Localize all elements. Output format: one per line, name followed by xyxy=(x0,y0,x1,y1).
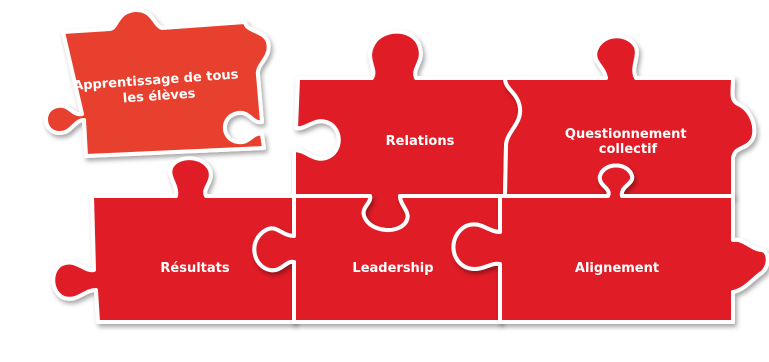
piece-shape-alignment xyxy=(451,163,769,324)
puzzle-piece-inquiry: Questionnement collectif xyxy=(503,34,757,198)
puzzle-piece-learning: Apprentissage de tous les élèves xyxy=(44,8,271,158)
label-alignment: Alignement xyxy=(575,261,659,276)
puzzle-piece-relations: Relations xyxy=(292,29,523,232)
label-results: Résultats xyxy=(160,261,229,276)
label-inquiry-line2: collectif xyxy=(599,142,658,157)
label-inquiry-line1: Questionnement xyxy=(565,127,687,142)
label-learning-line2: les élèves xyxy=(122,86,196,106)
puzzle-piece-results: Résultats xyxy=(51,156,296,324)
label-leadership: Leadership xyxy=(352,261,433,276)
piece-shape-learning xyxy=(44,8,271,158)
label-relations: Relations xyxy=(386,134,455,149)
puzzle-piece-alignment: Alignement xyxy=(451,163,769,324)
label-inquiry: Questionnement collectif xyxy=(565,127,691,157)
piece-shape-inquiry xyxy=(503,34,757,198)
